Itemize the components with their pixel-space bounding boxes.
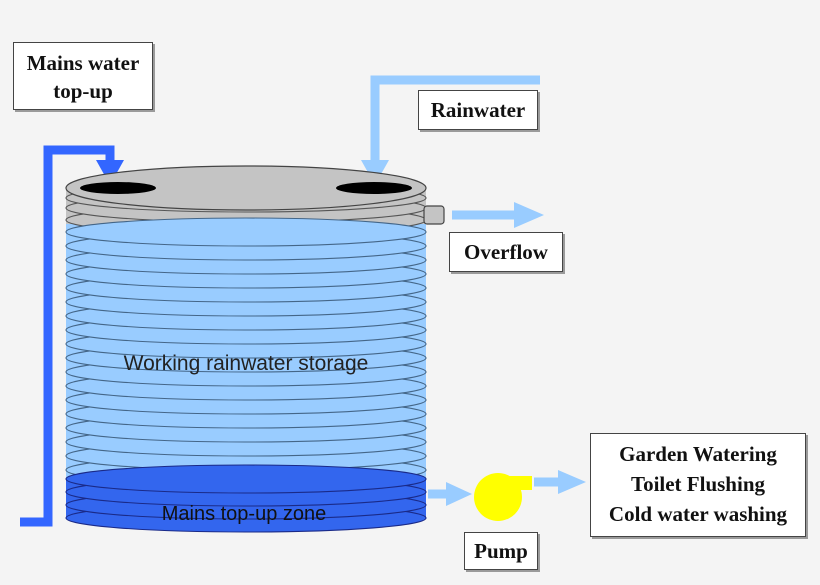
water-uses-label: Garden Watering Toilet Flushing Cold wat…: [590, 433, 806, 537]
overflow-outlet: [423, 202, 544, 228]
working-storage-label: Working rainwater storage: [124, 352, 369, 375]
mains-zone-label: Mains top-up zone: [162, 503, 327, 525]
mains-zone-rings: [65, 464, 427, 533]
pump-label: Pump: [464, 532, 538, 570]
tank-ring: [65, 217, 427, 247]
working-storage-rings: [65, 217, 427, 485]
mains-water-top-up-label: Mains water top-up: [13, 42, 153, 110]
rainwater-label: Rainwater: [418, 90, 538, 130]
use-toilet-flushing: Toilet Flushing: [630, 472, 766, 496]
pump-feed-arrow: [428, 482, 472, 506]
tank-ring: [65, 464, 427, 494]
rainwater-inlet-hole: [336, 182, 412, 194]
mains-label-line-2: top-up: [53, 79, 113, 103]
pump-label-text: Pump: [474, 539, 528, 563]
overflow-label-text: Overflow: [464, 240, 548, 264]
pump-icon: [474, 473, 532, 521]
tank: [65, 165, 427, 533]
overflow-label: Overflow: [449, 232, 563, 272]
mains-water-pipe: [20, 145, 124, 527]
tank-lid: [65, 165, 427, 211]
mains-label-line-1: Mains water: [26, 51, 140, 75]
uses-feed-arrow: [534, 470, 586, 494]
use-cold-water-washing: Cold water washing: [608, 502, 788, 526]
rainwater-label-text: Rainwater: [430, 98, 526, 122]
use-garden-watering: Garden Watering: [619, 442, 777, 466]
mains-inlet-hole: [80, 182, 156, 194]
